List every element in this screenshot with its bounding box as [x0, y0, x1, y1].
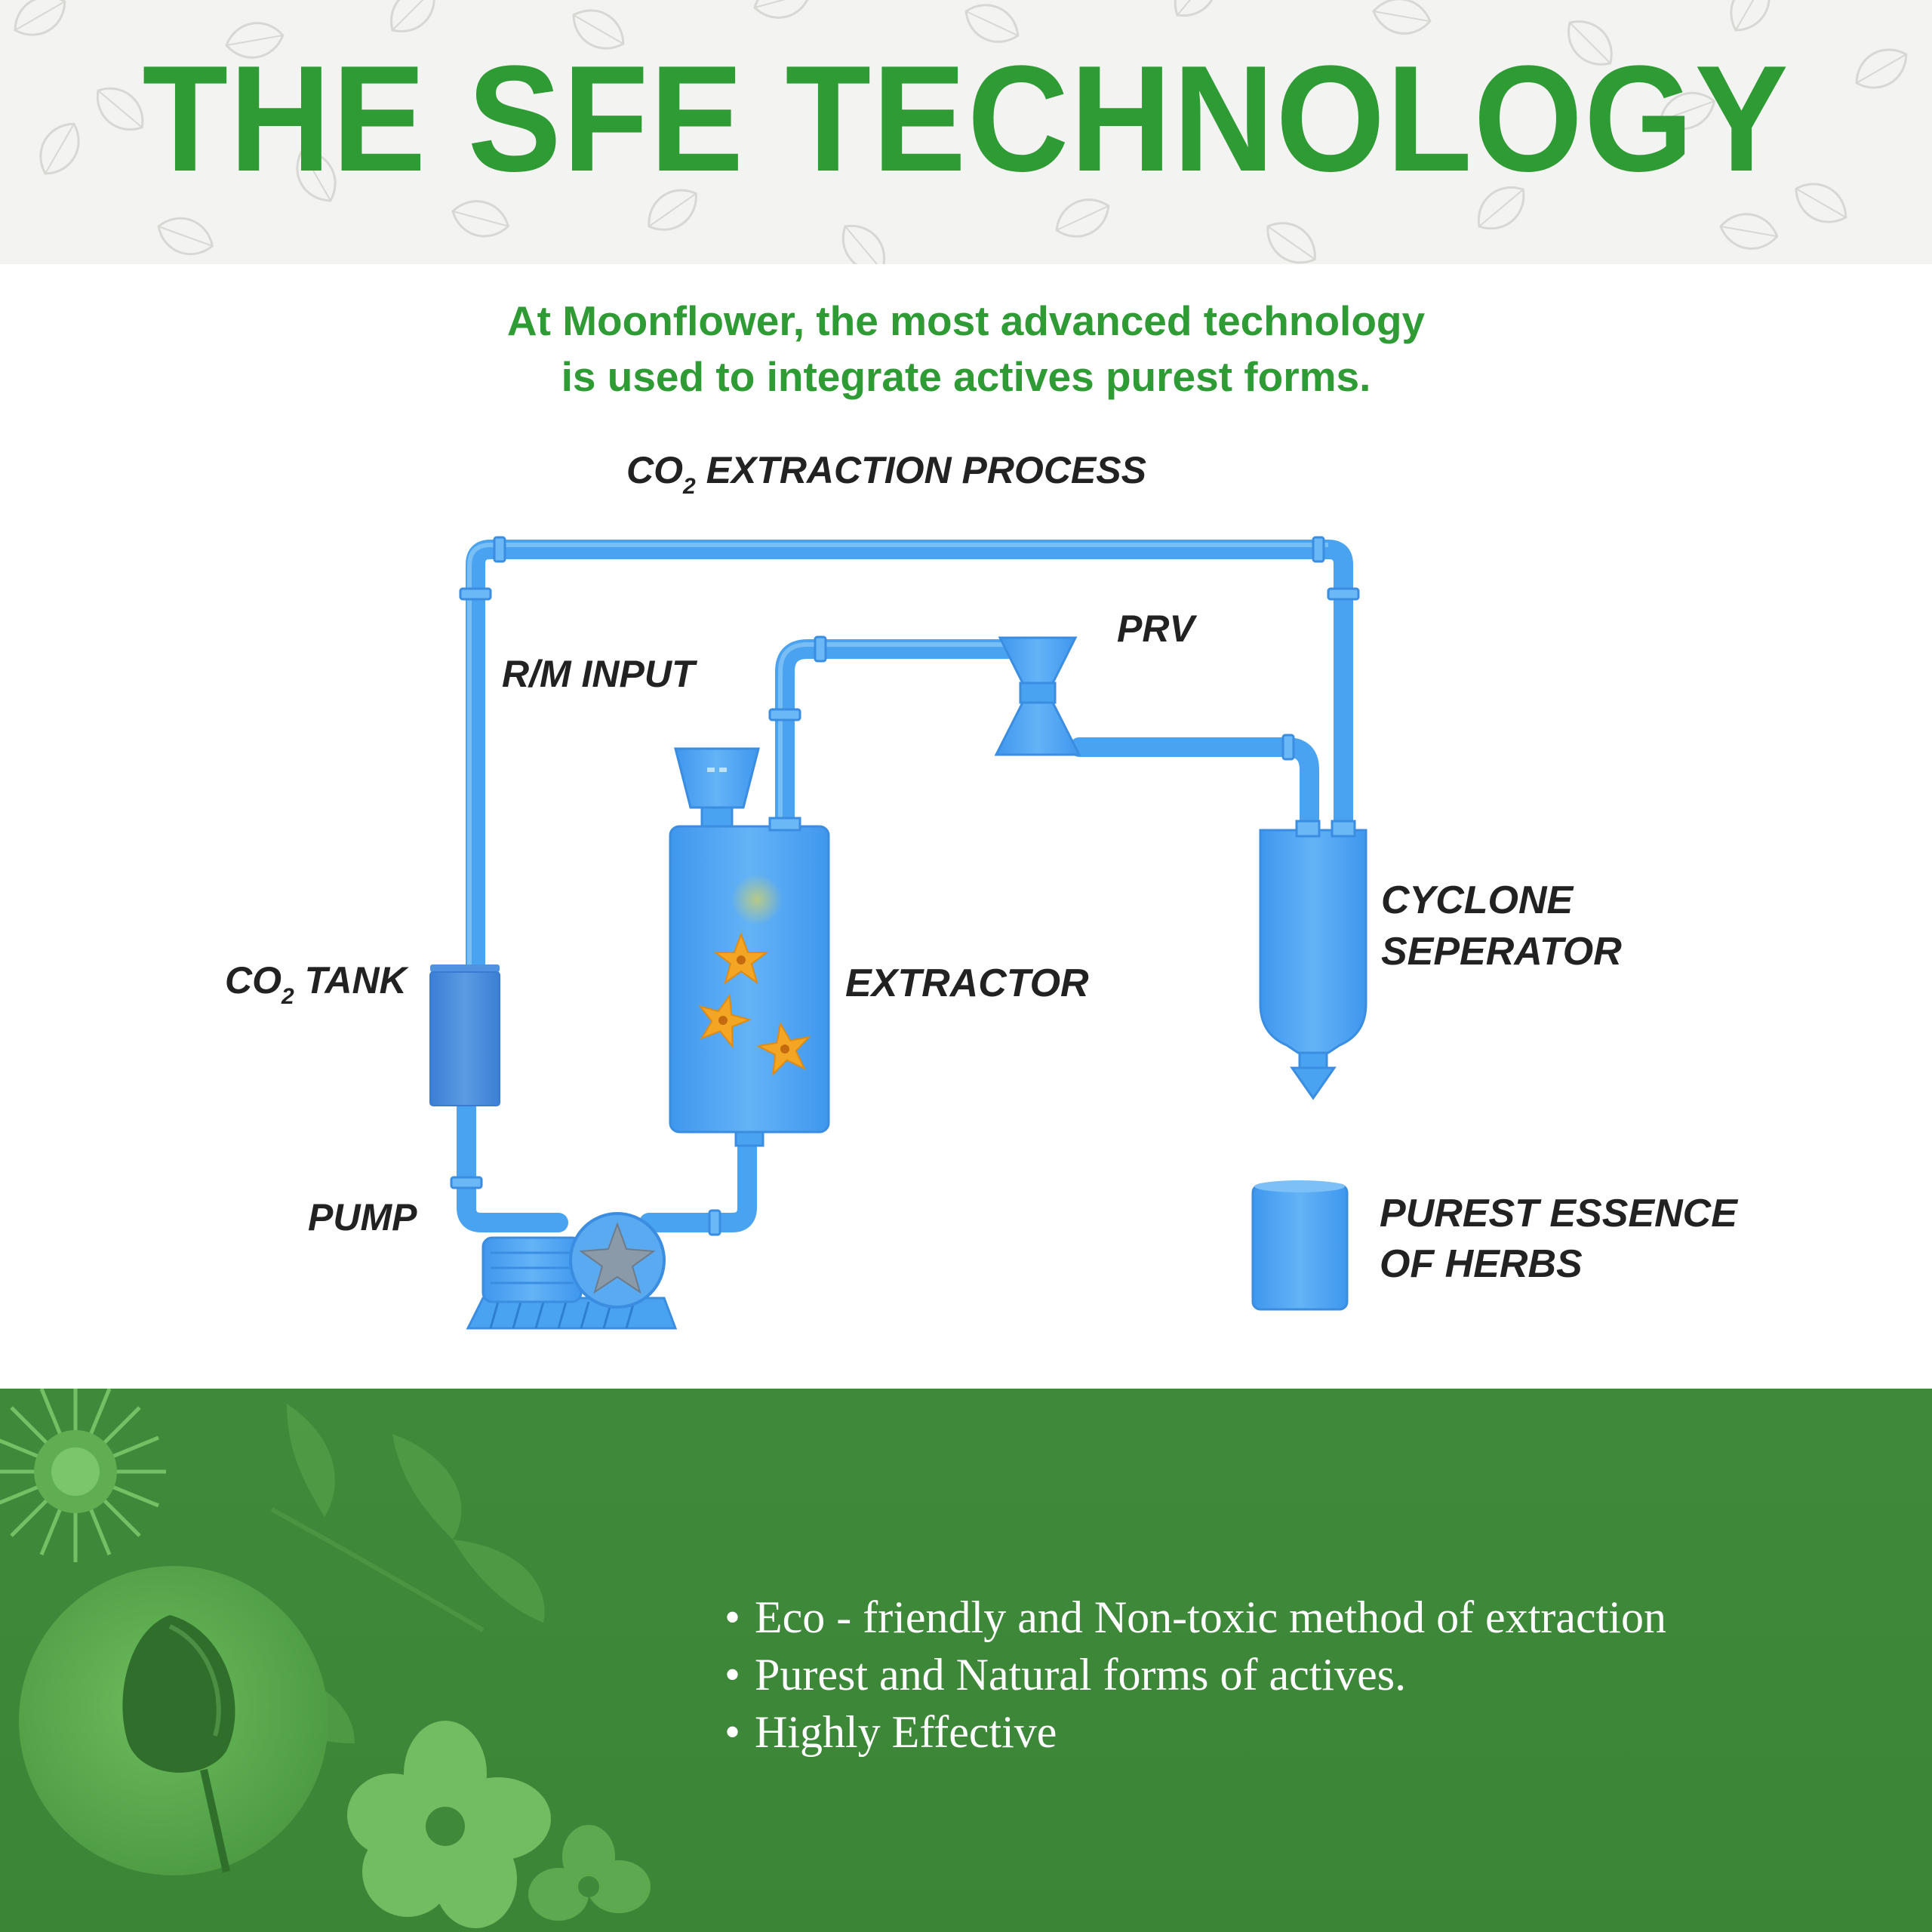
essence-container — [1251, 1180, 1349, 1311]
benefit-item: •Eco - friendly and Non-toxic method of … — [724, 1589, 1666, 1646]
extractor-vessel — [669, 817, 830, 1147]
benefit-item: •Purest and Natural forms of actives. — [724, 1646, 1666, 1703]
small-flower-icon — [347, 1721, 551, 1928]
bullet: • — [724, 1707, 741, 1757]
pump-to-extractor-pipe — [639, 1122, 757, 1232]
intro-line-2: is used to integrate actives purest form… — [561, 353, 1371, 400]
prv-to-cyclone-pipe — [1069, 737, 1319, 848]
pipes — [457, 540, 1353, 1232]
extractor-label: EXTRACTOR — [845, 961, 1089, 1005]
benefit-item: •Highly Effective — [724, 1703, 1666, 1761]
recycle-pipe — [466, 540, 1353, 974]
small-flower-icon — [528, 1825, 651, 1921]
co2-extraction-diagram: CO2 EXTRACTION PROCESS — [225, 449, 1738, 1330]
prv-valve — [994, 636, 1081, 756]
page-title: THE SFE TECHNOLOGY — [142, 35, 1790, 203]
benefits-list: •Eco - friendly and Non-toxic method of … — [724, 1589, 1666, 1761]
benefits-banner: •Eco - friendly and Non-toxic method of … — [0, 1389, 1932, 1932]
bullet: • — [724, 1650, 741, 1700]
herbal-illustration — [0, 1389, 651, 1928]
fruit-half-icon — [19, 1566, 328, 1875]
diagram-title: CO2 EXTRACTION PROCESS — [626, 449, 1146, 499]
prv-label: PRV — [1117, 608, 1197, 650]
rm-input-label: R/M INPUT — [502, 653, 698, 695]
cyclone-label-line-2: SEPERATOR — [1381, 930, 1622, 974]
co2-tank — [429, 964, 500, 1106]
spiky-flower-icon — [0, 1389, 166, 1562]
cyclone-separator — [1259, 820, 1367, 1100]
essence-label-line-2: OF HERBS — [1380, 1242, 1583, 1286]
intro-text: At Moonflower, the most advanced technol… — [0, 293, 1932, 405]
tank-to-pump-pipe — [457, 1096, 568, 1232]
essence-label-line-1: PUREST ESSENCE — [1380, 1192, 1738, 1235]
pump — [466, 1212, 678, 1330]
intro-line-1: At Moonflower, the most advanced technol… — [506, 297, 1426, 344]
rm-input-hopper — [674, 747, 760, 839]
header-banner: THE SFE TECHNOLOGY — [0, 0, 1932, 264]
co2-tank-label: CO2 TANK — [225, 959, 410, 1009]
pump-label: PUMP — [308, 1196, 417, 1238]
extractor-to-prv-pipe — [775, 639, 1021, 844]
cyclone-label-line-1: CYCLONE — [1381, 878, 1574, 922]
bullet: • — [724, 1592, 741, 1642]
